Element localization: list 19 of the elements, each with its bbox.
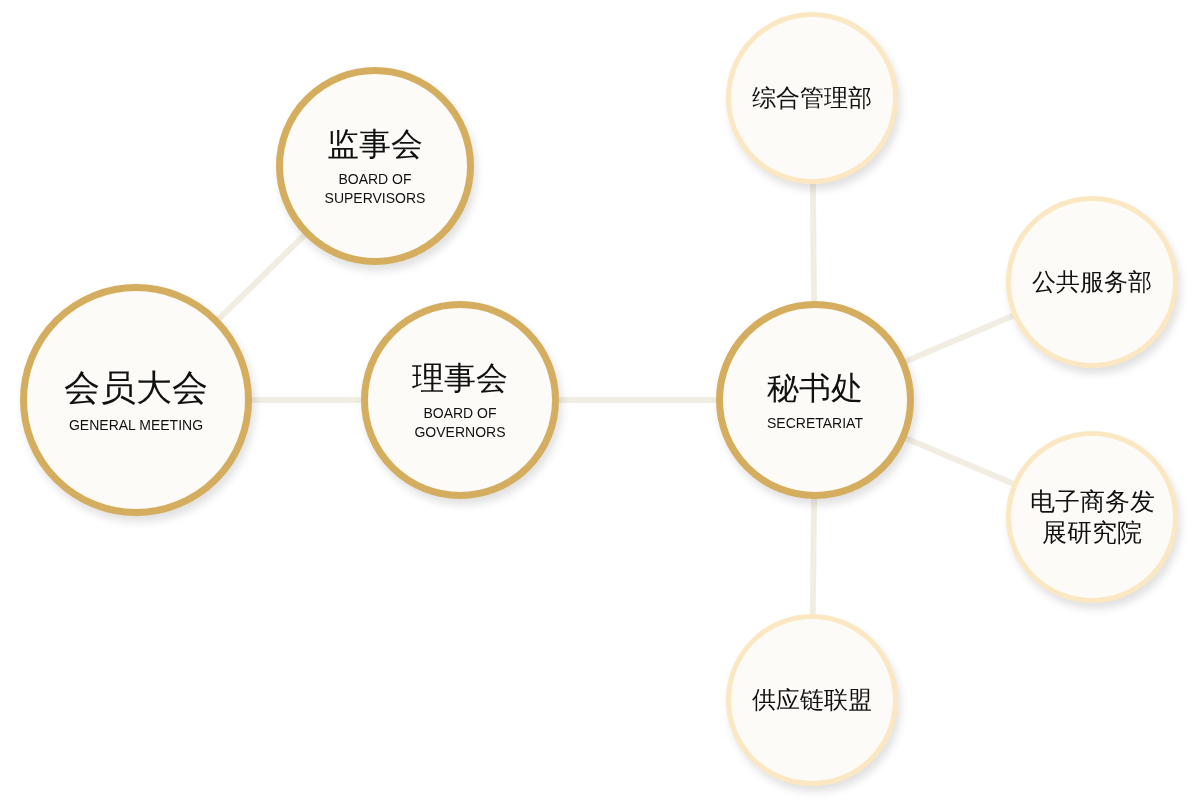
node-title: 电子商务发展研究院 [1028, 485, 1156, 549]
node-subtitle: GENERAL MEETING [68, 416, 204, 435]
node-title: 监事会 [327, 124, 423, 165]
node-subtitle: BOARD OF GOVERNORS [413, 404, 507, 442]
connector-line [904, 312, 1015, 364]
connector-line [559, 397, 716, 403]
connector-line [905, 435, 1014, 487]
node-title: 理事会 [412, 358, 508, 399]
connector-line [809, 498, 817, 615]
node-subtitle: SECRETARIAT [767, 413, 863, 433]
node-title: 秘书处 [767, 367, 863, 408]
connector-line [809, 183, 817, 302]
node-subtitle: BOARD OF SUPERVISORS [323, 170, 427, 208]
node-title: 公共服务部 [1032, 267, 1152, 297]
node-title: 综合管理部 [752, 83, 872, 113]
node-title: 供应链联盟 [752, 685, 872, 715]
connector-line [216, 233, 307, 321]
node-title: 会员大会 [64, 366, 208, 411]
connector-line [252, 397, 361, 403]
